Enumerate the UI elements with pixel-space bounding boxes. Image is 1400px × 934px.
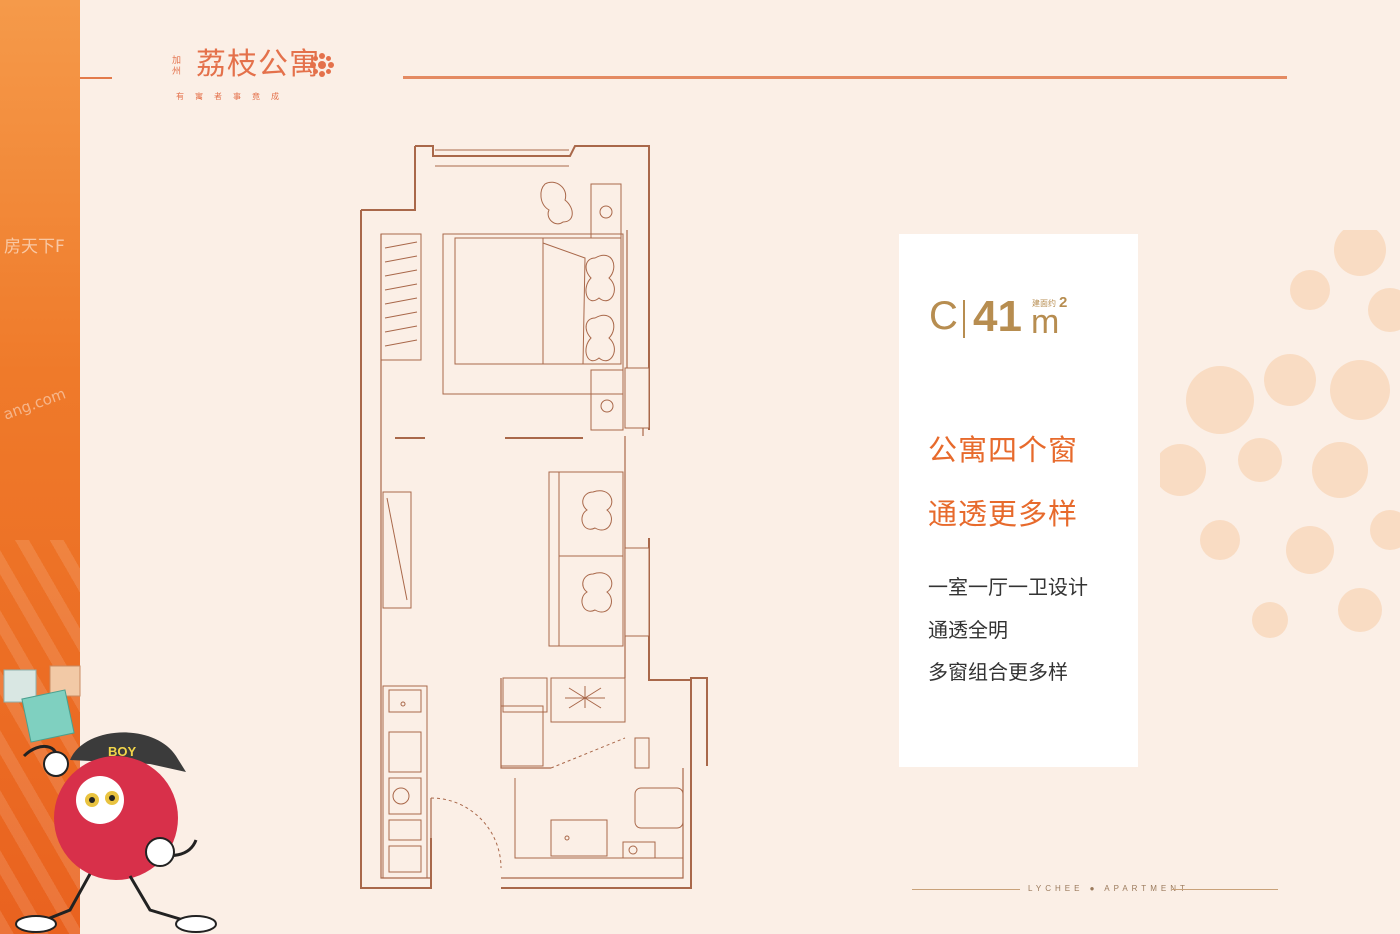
cap-text: BOY bbox=[108, 744, 137, 759]
feature-1: 一室一厅一卫设计 bbox=[928, 575, 1088, 599]
unit-info-card: C 41 建面约 m 2 公寓四个窗 通透更多样 一室一厅一卫设计 通透全明 多… bbox=[899, 234, 1138, 767]
feature-2: 通透全明 bbox=[928, 618, 1008, 642]
header-rule-right bbox=[403, 76, 1287, 79]
footer-brand: LYCHEE ● APARTMENT bbox=[1028, 884, 1189, 893]
feature-3: 多窗组合更多样 bbox=[928, 660, 1068, 684]
left-orange-strip bbox=[0, 0, 80, 934]
unit-area: 41 bbox=[973, 292, 1022, 341]
logo-name: 荔枝公寓 bbox=[196, 47, 320, 82]
unit-area-note: 建面约 bbox=[1032, 299, 1056, 308]
headline-1: 公寓四个窗 bbox=[928, 433, 1079, 467]
lychee-mascot: BOY bbox=[3, 665, 217, 933]
footer-rule-left bbox=[912, 889, 1020, 890]
unit-code: C bbox=[929, 294, 958, 338]
unit-separator bbox=[963, 300, 965, 338]
header-rule-left bbox=[80, 77, 112, 79]
unit-area-superscript: 2 bbox=[1059, 294, 1068, 311]
flower-icon bbox=[310, 53, 334, 77]
watermark-text: 房天下F bbox=[4, 237, 65, 257]
footer-rule-right bbox=[1172, 889, 1278, 890]
logo-prefix: 加州 bbox=[172, 56, 183, 77]
unit-area-unit: m bbox=[1031, 303, 1060, 341]
decorative-dot-pattern bbox=[1160, 230, 1400, 638]
floor-plan bbox=[360, 145, 708, 889]
headline-2: 通透更多样 bbox=[928, 497, 1079, 531]
logo-tagline: 有寓者事竟成 bbox=[176, 92, 290, 101]
